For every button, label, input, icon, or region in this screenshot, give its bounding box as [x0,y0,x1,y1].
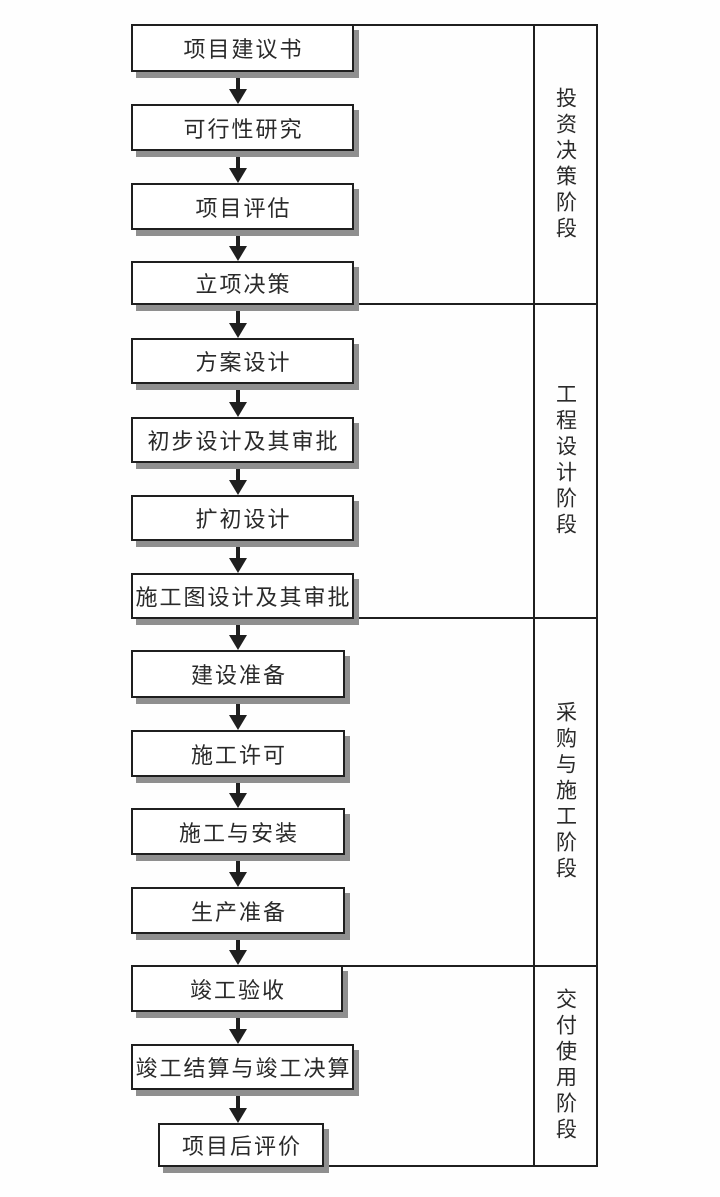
arrow-stem [236,230,240,251]
phase-cell: 采购与施工阶段 [535,619,596,965]
phase-divider-2 [352,617,598,619]
arrow-head [229,89,247,104]
arrow-stem [236,934,240,955]
arrow-head [229,558,247,573]
flow-step-label: 施工许可 [190,742,287,768]
flow-step-label: 初步设计及其审批 [147,429,340,454]
flow-step-label: 扩初设计 [195,507,292,532]
arrow-head [229,715,247,730]
arrow-head [229,246,247,261]
arrow-stem [236,151,240,173]
flow-step-label: 生产准备 [190,899,287,925]
phase-divider-1 [352,303,598,305]
arrow-head [229,168,247,183]
arrow-down-icon [228,384,248,417]
phase-column-right-border [596,24,598,1167]
arrow-down-icon [228,698,248,730]
arrow-head [229,950,247,965]
arrow-stem [236,619,240,640]
flow-step-label: 施工图设计及其审批 [135,585,352,610]
flow-step-box: 方案设计 [131,338,354,384]
flow-step-box: 项目后评价 [158,1123,324,1167]
arrow-head [229,402,247,417]
arrow-down-icon [228,1090,248,1123]
arrow-down-icon [228,230,248,261]
arrow-head [229,1108,247,1123]
arrow-down-icon [228,463,248,495]
flow-step-label: 项目评估 [195,195,292,221]
flow-step-box: 项目评估 [131,183,354,230]
flow-step-label: 项目后评价 [181,1134,302,1159]
arrow-stem [236,463,240,485]
arrow-head [229,1029,247,1044]
arrow-down-icon [228,541,248,573]
phase-column-left-border [533,24,535,1167]
arrow-stem [236,1090,240,1113]
flow-step-box: 建设准备 [131,650,345,698]
arrow-down-icon [228,72,248,104]
flow-step-box: 施工图设计及其审批 [131,573,354,619]
flow-step-box: 项目建议书 [131,24,354,72]
arrow-down-icon [228,151,248,183]
arrow-down-icon [228,619,248,650]
arrow-head [229,323,247,338]
phase-divider-bottom [322,1165,598,1167]
arrow-stem [236,1012,240,1034]
flow-step-label: 立项决策 [195,272,292,297]
arrow-stem [236,384,240,407]
arrow-head [229,793,247,808]
arrow-stem [236,698,240,720]
flow-step-box: 竣工结算与竣工决算 [131,1044,354,1090]
phase-divider-top [352,24,598,26]
phase-cell: 工程设计阶段 [535,305,596,617]
flow-step-box: 扩初设计 [131,495,354,541]
phase-label: 采购与施工阶段 [553,701,578,883]
arrow-head [229,480,247,495]
phase-label: 工程设计阶段 [553,383,578,539]
phase-label: 投资决策阶段 [553,86,578,243]
arrow-stem [236,72,240,94]
arrow-stem [236,855,240,877]
flow-step-label: 建设准备 [190,663,287,688]
arrow-stem [236,305,240,328]
phase-divider-3 [343,965,598,967]
arrow-down-icon [228,934,248,965]
flow-step-box: 施工与安装 [131,808,345,855]
flow-step-box: 初步设计及其审批 [131,417,354,463]
phase-label: 交付使用阶段 [553,988,578,1144]
flow-step-box: 竣工验收 [131,965,343,1012]
arrow-head [229,872,247,887]
arrow-down-icon [228,855,248,887]
flow-step-label: 竣工验收 [189,977,286,1003]
flow-step-label: 项目建议书 [183,37,304,62]
flow-step-box: 施工许可 [131,730,345,777]
arrow-down-icon [228,305,248,338]
flow-step-box: 可行性研究 [131,104,354,151]
flow-step-label: 可行性研究 [183,116,304,142]
flow-step-label: 施工与安装 [178,820,299,846]
arrow-stem [236,541,240,563]
flow-step-label: 竣工结算与竣工决算 [135,1056,352,1081]
arrow-head [229,635,247,650]
flow-step-label: 方案设计 [195,350,292,375]
flow-step-box: 立项决策 [131,261,354,305]
phase-cell: 投资决策阶段 [535,26,596,303]
arrow-down-icon [228,1012,248,1044]
arrow-stem [236,777,240,798]
flow-step-box: 生产准备 [131,887,345,934]
phase-cell: 交付使用阶段 [535,967,596,1165]
arrow-down-icon [228,777,248,808]
